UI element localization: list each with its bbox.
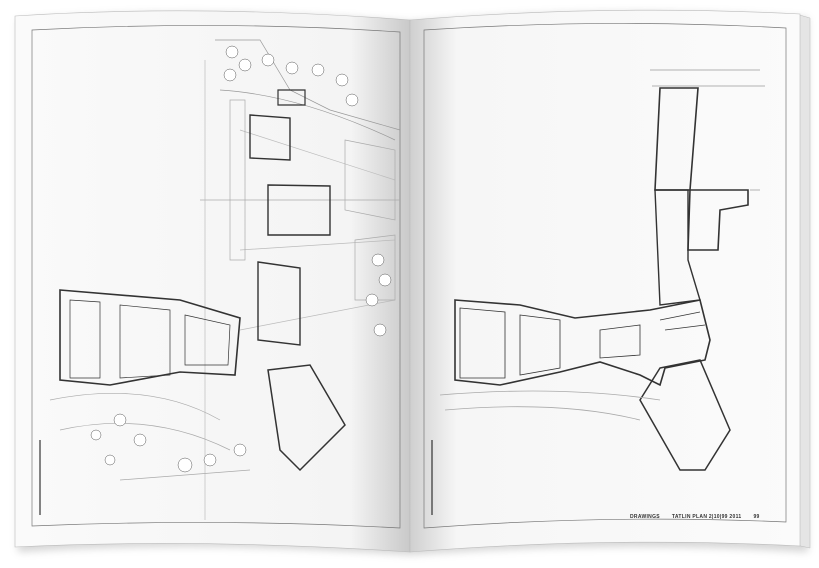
footer-page-number: 99 — [753, 514, 760, 520]
left-page — [14, 10, 411, 553]
trees — [90, 45, 392, 473]
page-footer: DRAWINGS TATLIN PLAN 2|10|99 2011 99 — [630, 514, 760, 521]
right-page — [409, 9, 801, 553]
footer-magazine: TATLIN PLAN 2|10|99 2011 — [671, 514, 742, 520]
footer-section: DRAWINGS — [630, 514, 660, 520]
left-page-frame — [31, 25, 401, 529]
site-plan-drawing — [49, 39, 401, 520]
floor-plan-drawing — [439, 69, 765, 471]
right-page-frame — [423, 23, 787, 529]
